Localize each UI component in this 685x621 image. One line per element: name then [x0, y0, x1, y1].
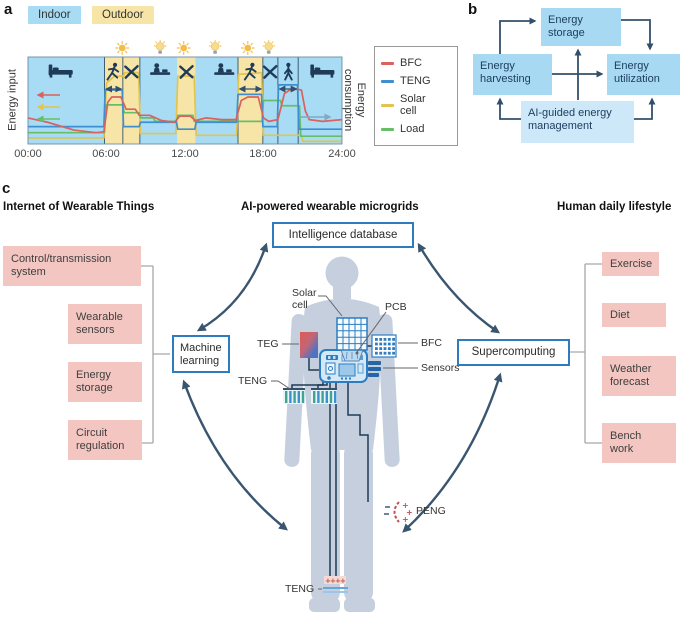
svg-text:+: + — [340, 577, 346, 585]
legend-label-solar: Solar cell — [400, 93, 426, 117]
svg-text:+: + — [335, 577, 341, 585]
legend-item-load: Load — [381, 123, 451, 135]
y-axis-label-right: Energy consumption — [342, 68, 367, 132]
legend-item-bfc: BFC — [381, 57, 451, 69]
supercomputing-box: Supercomputing — [457, 339, 570, 366]
sensors-component — [368, 361, 381, 377]
x-tick-0600: 06:00 — [92, 148, 120, 160]
panel-b-label: b — [468, 1, 478, 18]
cycle-arrows — [182, 242, 503, 533]
teg-patch — [300, 332, 318, 358]
item-energy-storage: Energy storage — [68, 362, 142, 402]
sensors-label: Sensors — [421, 362, 460, 374]
indoor-legend-chip: Indoor — [28, 6, 81, 24]
legend-label-teng: TENG — [400, 75, 431, 87]
item-exercise: Exercise — [602, 252, 659, 276]
load-swatch — [381, 127, 394, 131]
bfc-swatch — [381, 61, 394, 65]
teng-arm-label: TENG — [238, 375, 268, 387]
panel-a-chart — [27, 40, 343, 145]
header-internet-of-wearable-things: Internet of Wearable Things — [3, 201, 155, 213]
item-control-transmission-system: Control/transmission system — [3, 246, 141, 286]
teg-label: TEG — [257, 338, 279, 350]
arrow-ai-to-utilization — [634, 97, 656, 120]
solar-swatch — [381, 103, 394, 107]
teng-ankle-component: ++++ — [323, 576, 348, 593]
svg-text:+: + — [325, 577, 331, 585]
x-tick-0000: 00:00 — [14, 148, 42, 160]
peng-icon: +++ — [384, 501, 413, 524]
group-brackets — [141, 263, 602, 444]
arrow-ai-to-harvesting — [496, 97, 521, 120]
chart-plot-border — [27, 56, 343, 145]
sun-icon — [176, 40, 191, 56]
sun-icon — [240, 40, 255, 56]
wire-harness — [291, 345, 372, 576]
bulb-icon — [262, 40, 276, 55]
bfc-patch — [371, 334, 397, 358]
arrow-harvesting-to-storage — [499, 17, 537, 54]
x-tick-1800: 18:00 — [249, 148, 277, 160]
arrow-supercomputing-body — [402, 372, 503, 533]
chart-outdoor-band — [177, 57, 196, 144]
panel-c-label: c — [2, 180, 11, 197]
legend-item-solar: Solar cell — [381, 93, 451, 117]
panel-b-arrows — [496, 17, 656, 120]
y-axis-label-left: Energy input — [6, 69, 19, 131]
header-ai-powered-wearable-microgrids: AI-powered wearable microgrids — [241, 201, 419, 213]
item-diet: Diet — [602, 303, 666, 327]
svg-text:+: + — [402, 515, 409, 524]
pcb-label: PCB — [385, 301, 407, 313]
panel-c-graphics: +++ ++++ — [141, 242, 602, 612]
item-circuit-regulation: Circuit regulation — [68, 420, 142, 460]
svg-text:+: + — [330, 577, 336, 585]
teng-waist-patches — [283, 388, 337, 404]
teng-swatch — [381, 79, 394, 83]
intelligence-database-box: Intelligence database — [272, 222, 414, 248]
item-wearable-sensors: Wearable sensors — [68, 304, 142, 344]
legend-label-bfc: BFC — [400, 57, 422, 69]
chart-legend: BFC TENG Solar cell Load — [374, 46, 458, 146]
sun-icon — [115, 40, 130, 56]
header-human-daily-lifestyle: Human daily lifestyle — [557, 201, 672, 213]
teng-ankle-label: TENG — [285, 583, 315, 595]
x-tick-2400: 24:00 — [328, 148, 356, 160]
teng-curve — [28, 83, 342, 131]
item-bench-work: Bench work — [602, 423, 676, 463]
label-pointers — [271, 295, 418, 590]
energy-harvesting-box: Energy harvesting — [473, 54, 552, 95]
machine-learning-box: Machine learning — [172, 335, 230, 373]
x-tick-1200: 12:00 — [171, 148, 199, 160]
legend-label-load: Load — [400, 123, 425, 135]
bulb-icon — [153, 40, 167, 55]
bulb-icon — [208, 40, 222, 55]
arrow-storage-to-utilization — [621, 19, 654, 51]
bfc-label: BFC — [421, 337, 442, 349]
arrow-database-supercomputing — [417, 242, 501, 334]
energy-utilization-box: Energy utilization — [607, 54, 680, 95]
energy-storage-box: Energy storage — [541, 8, 621, 46]
arrow-ml-database — [196, 242, 269, 332]
item-weather-forecast: Weather forecast — [602, 356, 676, 396]
arrow-body-ml — [182, 379, 288, 531]
ai-guided-management-box: AI-guided energy management — [521, 101, 634, 143]
peng-label: PENG — [416, 505, 446, 517]
legend-item-teng: TENG — [381, 75, 451, 87]
pcb-pointer-dot — [355, 351, 359, 355]
outdoor-legend-chip: Outdoor — [92, 6, 154, 24]
panel-a-label: a — [4, 1, 13, 18]
solar-cell-label: Solar cell — [292, 287, 317, 311]
